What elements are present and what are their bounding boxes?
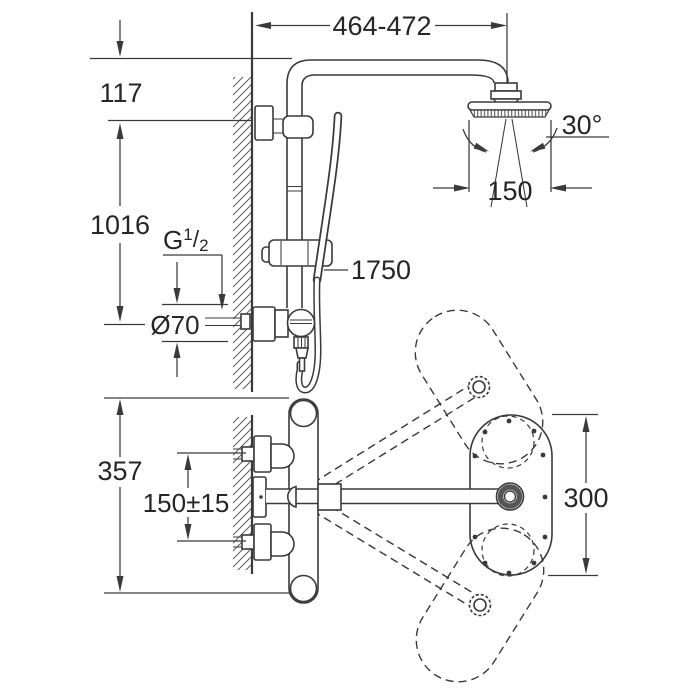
front-view: [104, 309, 598, 683]
dim-front-height: [104, 397, 289, 594]
dim-head-width: [433, 120, 592, 192]
valve-escutcheon-front: [252, 476, 267, 518]
label-top-span: 464-472: [332, 11, 431, 41]
side-view: [90, 12, 609, 394]
dim-thread: [163, 254, 226, 310]
label-thread-size: G1/2: [163, 225, 209, 255]
swivel-joint-up: [467, 375, 491, 399]
swivel-range: [312, 309, 545, 683]
head-rim: [467, 101, 552, 111]
swivel-joint-down: [468, 593, 492, 617]
spray-face: [468, 109, 551, 118]
dim-swivel-span: [548, 413, 598, 577]
swivel-arm-dashed: [312, 381, 484, 611]
hand-shower: [312, 111, 343, 285]
head-joint-nut: [490, 90, 522, 100]
shower-arm: [286, 59, 509, 87]
dim-inlet-spacing: [177, 452, 246, 542]
inlet-connection-bottom: [233, 523, 295, 561]
dim-flange-diameter: [162, 262, 228, 377]
label-spray-angle: 30°: [562, 110, 603, 140]
thermostat-valve: [205, 306, 316, 372]
label-front-height: 357: [97, 456, 142, 486]
label-inlet-spacing: 150±15: [143, 488, 230, 518]
label-riser-height: 1016: [90, 210, 150, 240]
spray-cone: [462, 118, 609, 208]
inlet-connection-top: [233, 435, 295, 473]
label-flange-diameter: Ø70: [150, 310, 199, 340]
ball-joint: [495, 482, 525, 511]
spray-nozzle-dots: [472, 418, 548, 576]
label-swivel-span: 300: [563, 483, 608, 513]
label-head-drop: 117: [99, 78, 142, 108]
head-shower: [467, 82, 552, 118]
dim-117-1016: [90, 20, 292, 326]
head-joint-upper: [494, 82, 518, 92]
wall-hatching-upper: [233, 12, 254, 392]
swivel-position-up: [414, 309, 544, 465]
shower-hose: [295, 276, 322, 394]
wall-bracket: [254, 105, 314, 141]
dimension-labels: 464-472 117 1016 G1/2 Ø70 1750 30° 150 3…: [90, 11, 609, 518]
label-head-width: 150: [487, 176, 532, 206]
wall-hatching-lower: [233, 415, 254, 574]
label-hose-length: 1750: [351, 255, 411, 285]
dim-top-span: [255, 13, 508, 83]
arm-front: [266, 483, 498, 511]
